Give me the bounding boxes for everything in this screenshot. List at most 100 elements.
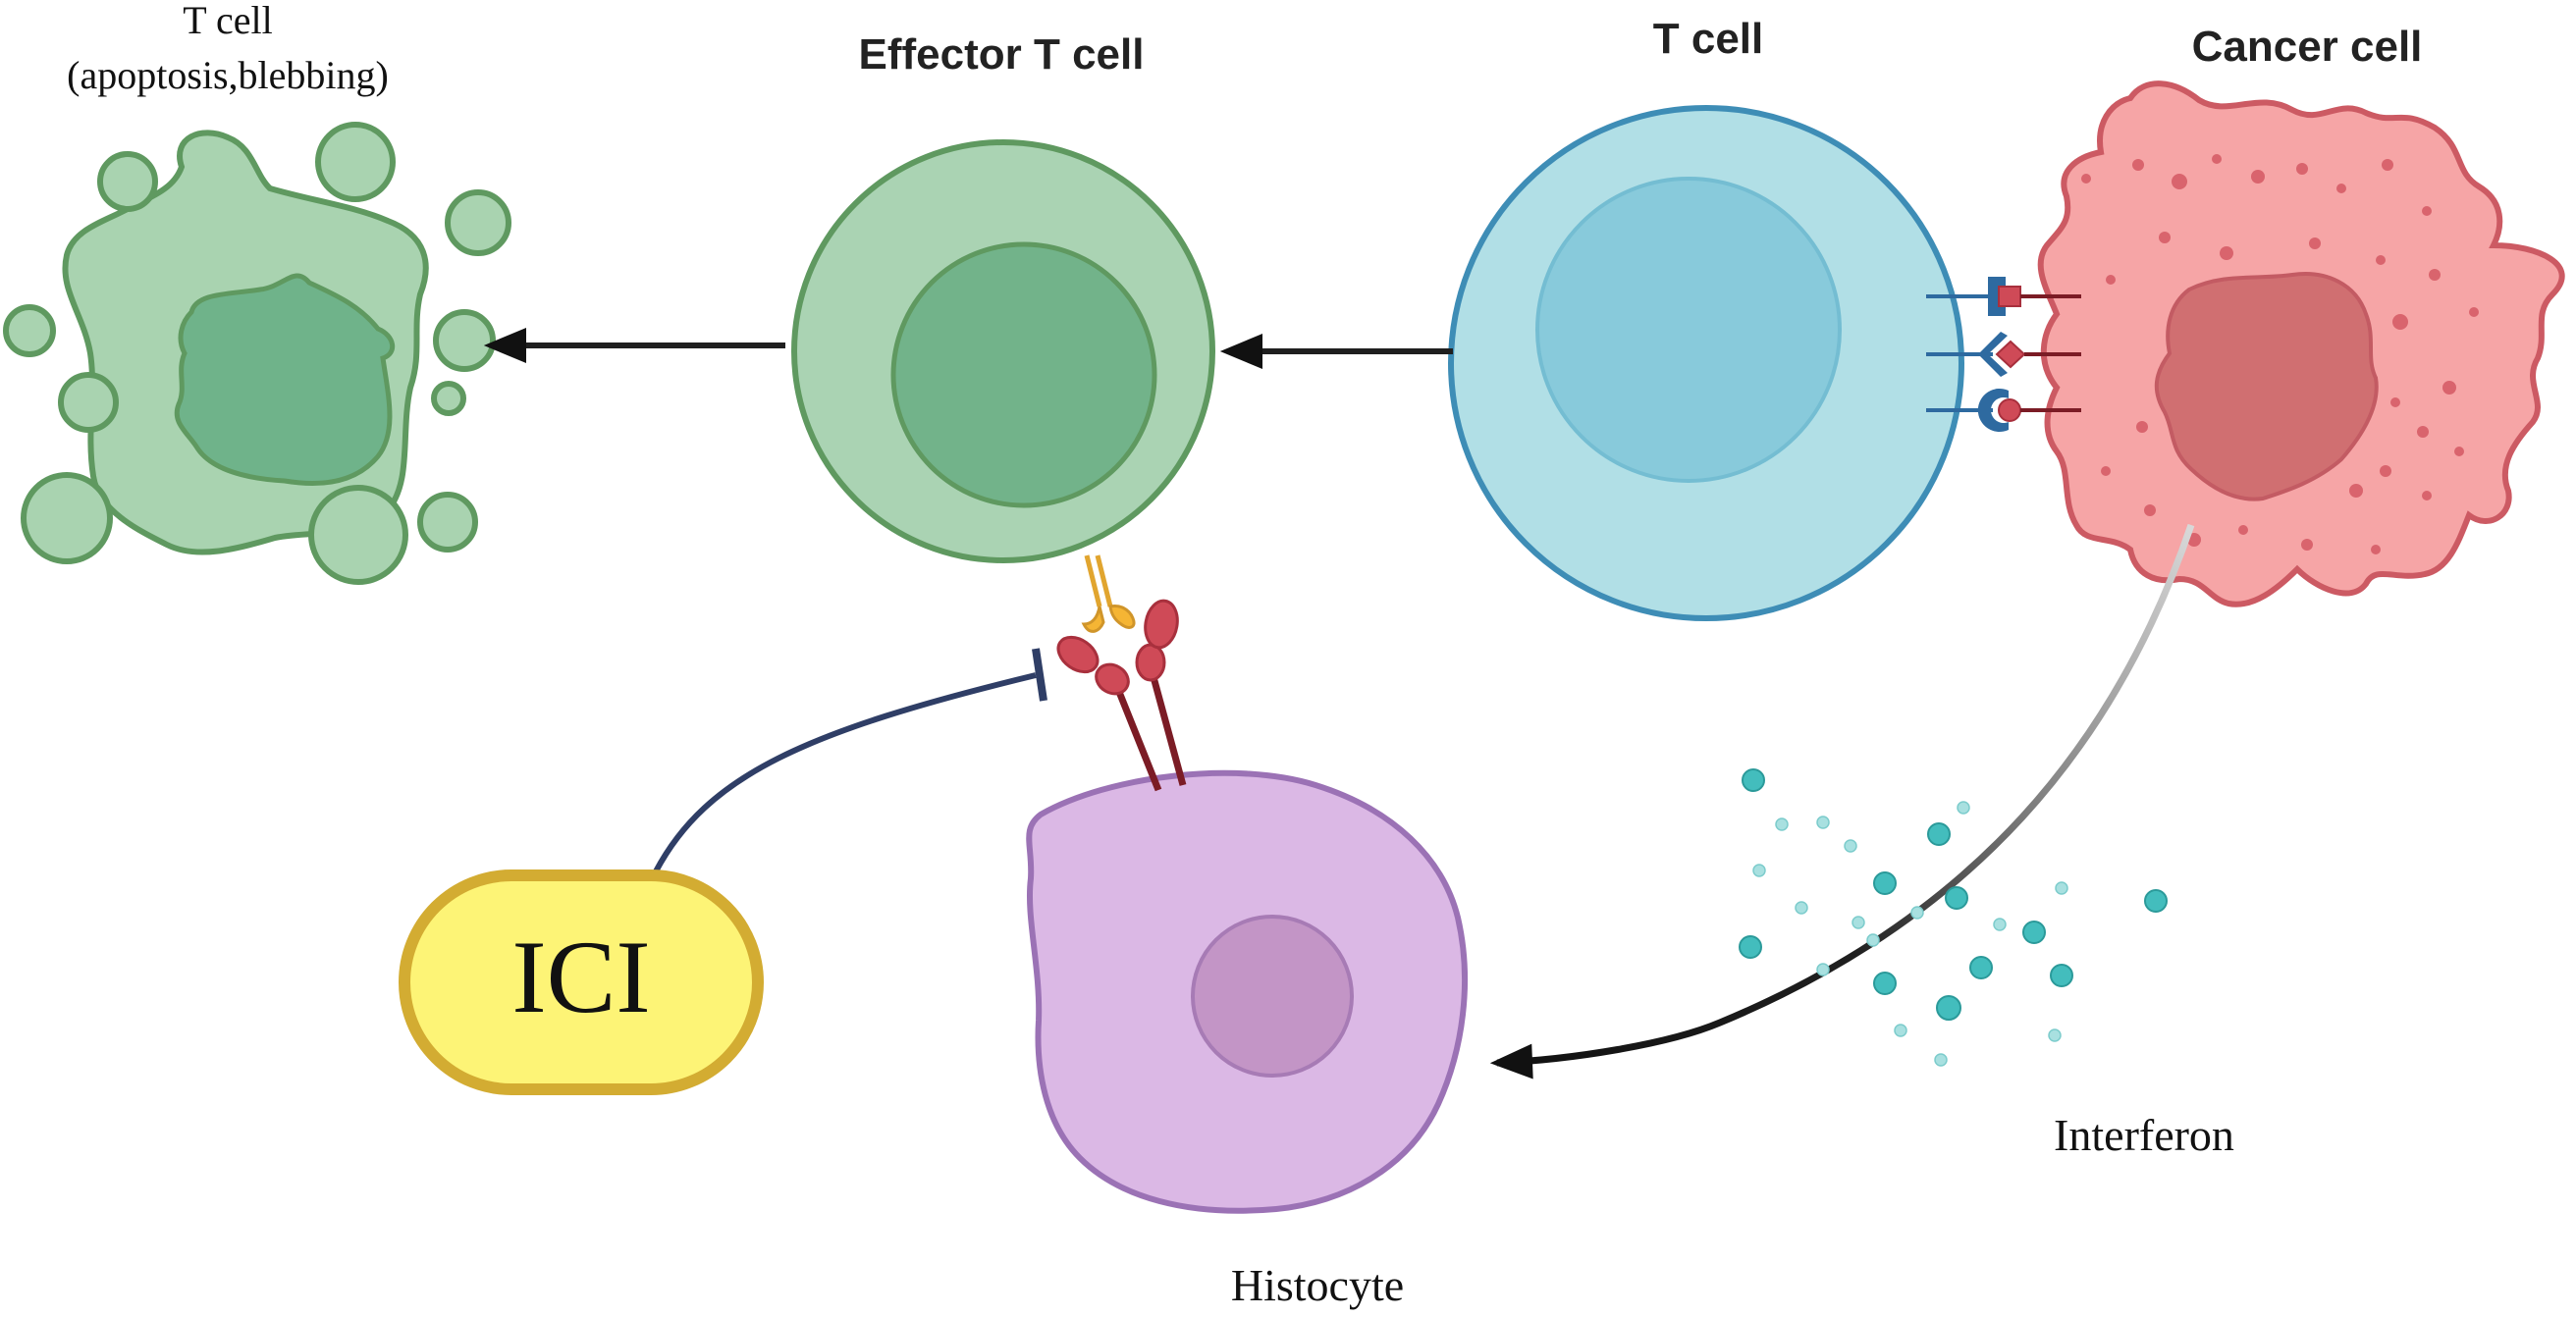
granule [2220, 246, 2233, 260]
histocyte-label: Histocyte [1231, 1260, 1404, 1310]
pd1-arm-right [1108, 605, 1136, 629]
granule [2349, 484, 2363, 498]
interferon-molecule [1739, 935, 1762, 959]
effector-t-cell-nucleus [890, 241, 1157, 508]
granule [2336, 184, 2346, 193]
granule [2301, 539, 2313, 551]
granule [2422, 491, 2432, 500]
granule [2390, 397, 2400, 407]
granule [2469, 307, 2479, 317]
interferon-molecule [1945, 886, 1968, 910]
interferon-molecule [2050, 964, 2073, 987]
histocyte-nucleus [1191, 915, 1354, 1078]
interferon-molecule-small [1752, 864, 1766, 877]
interferon-molecule-small [1957, 801, 1970, 815]
effector-t-cell-label: Effector T cell [859, 30, 1145, 79]
bleb [431, 381, 466, 416]
apoptotic-t-cell-label-line2: (apoptosis,blebbing) [67, 53, 389, 97]
pdl1-domain [1135, 643, 1166, 682]
cancer-cell: Cancer cell [2037, 23, 2565, 607]
granule [2422, 206, 2432, 216]
antigen-round [1998, 398, 2021, 422]
apoptotic-t-cell: T cell (apoptosis,blebbing) [3, 0, 511, 585]
interferon-molecule-small [2055, 881, 2068, 895]
ici-label: ICI [511, 920, 650, 1034]
ici-drug: ICI [399, 869, 764, 1095]
receptor-pair-round [1926, 389, 2081, 433]
interferon-molecule [1873, 972, 1897, 995]
t-cell-nucleus [1535, 177, 1842, 483]
interferon-molecule [1927, 822, 1951, 846]
granule [2132, 159, 2144, 171]
histocyte: Histocyte [1026, 769, 1469, 1310]
interferon-molecule-small [1894, 1024, 1907, 1037]
interferon-molecule-small [1816, 816, 1830, 829]
bleb [308, 485, 408, 585]
granule [2081, 174, 2091, 184]
interferon-molecule [1873, 871, 1897, 895]
interferon-molecule [2022, 921, 2046, 944]
granule [2159, 232, 2171, 243]
granule [2309, 237, 2321, 249]
checkpoint-receptor-pd1 [1081, 554, 1136, 633]
interferon-molecule [1936, 995, 1961, 1021]
granule [2454, 447, 2464, 456]
apoptotic-t-cell-nucleus [174, 273, 395, 486]
granule [2380, 465, 2391, 477]
pdl1-domain [1144, 599, 1179, 650]
granule [2101, 466, 2111, 476]
bleb [58, 372, 119, 433]
interferon-molecules [1739, 768, 2168, 1021]
apoptotic-t-cell-label-line1: T cell [183, 0, 272, 42]
receptor-cup [1977, 389, 2009, 433]
apoptotic-blebs [3, 122, 511, 585]
granule [2296, 163, 2308, 175]
granule [2382, 159, 2393, 171]
interferon-molecule-small [1993, 918, 2007, 931]
ici-pill [399, 869, 764, 1095]
granule [2172, 174, 2187, 189]
bleb [97, 151, 158, 212]
receptor-pair-diamond [1926, 332, 2081, 377]
granule [2376, 255, 2386, 265]
ici-inhibition-bar [1032, 648, 1047, 702]
t-cell: T cell [1448, 15, 1964, 621]
bleb [315, 122, 396, 202]
bleb [433, 309, 496, 372]
granule [2238, 525, 2248, 535]
ici-inhibition-line [653, 672, 1037, 873]
interferon-arrow [1489, 523, 2195, 1080]
pdl1-domain [1056, 635, 1100, 674]
interferon-label: Interferon [2054, 1110, 2234, 1160]
granule [2429, 269, 2441, 281]
interferon-molecule [1969, 956, 1993, 979]
antigen-square [1998, 286, 2021, 307]
interferon-molecule-small [2048, 1028, 2062, 1042]
t-cell-label: T cell [1653, 15, 1764, 63]
tcr-antigen-pairs [1926, 277, 2081, 433]
granule [2212, 154, 2222, 164]
interferon-molecule-small [1816, 963, 1830, 976]
granule [2442, 381, 2456, 395]
interferon-molecules-small [1752, 801, 2068, 1067]
interferon-molecule-small [1795, 901, 1808, 915]
interferon-molecule-small [1852, 916, 1865, 929]
interferon-molecule-small [1866, 933, 1880, 947]
antigen-diamond [1995, 340, 2026, 369]
bleb [3, 304, 56, 357]
granule [2106, 275, 2116, 285]
granule [2136, 421, 2148, 433]
pdl1-domain [1095, 662, 1130, 696]
effector-t-cell: Effector T cell [791, 30, 1215, 563]
receptor-chevron [1978, 332, 2008, 377]
granule [2392, 314, 2408, 330]
cancer-cell-granules [2081, 154, 2479, 554]
bleb [445, 189, 511, 256]
cancer-cell-label: Cancer cell [2192, 23, 2423, 71]
bleb [417, 492, 478, 553]
pd1-arm-left [1081, 606, 1105, 633]
granule [2371, 545, 2381, 554]
cancer-cell-nucleus [2154, 272, 2379, 501]
interferon-molecule [1742, 768, 1765, 792]
